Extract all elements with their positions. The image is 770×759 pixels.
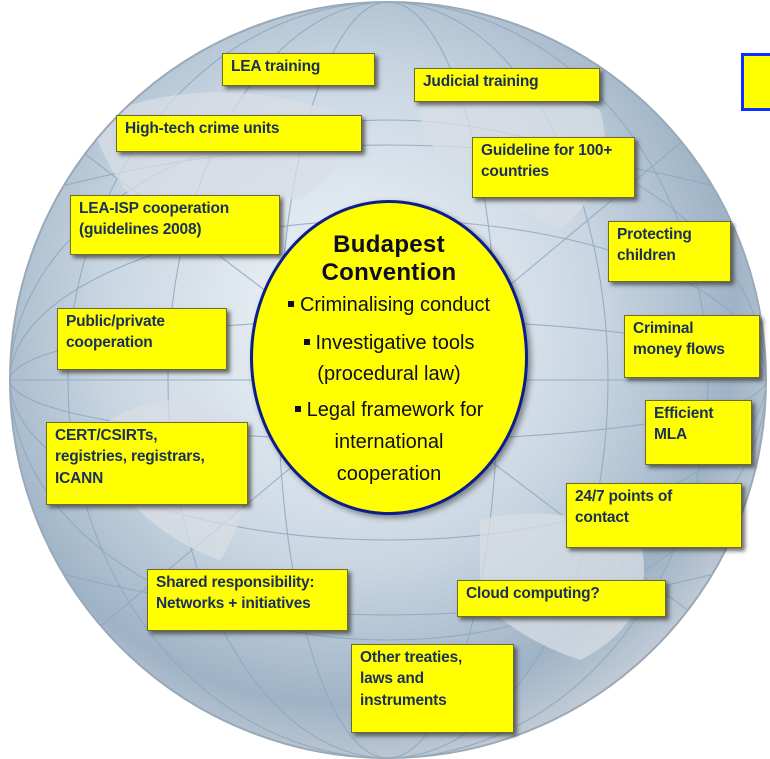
lea-training-box: LEA training [222, 53, 375, 86]
blue-frame-box [741, 53, 770, 111]
lea-isp-cooperation-box: LEA-ISP cooperation (guidelines 2008) [70, 195, 280, 255]
bullet-text: cooperation [336, 463, 442, 485]
shared-responsibility-box: Shared responsibility: Networks + initia… [147, 569, 348, 631]
bullet-investigative: Investigative tools [253, 331, 525, 356]
bullet-text: Criminalising conduct [299, 294, 491, 316]
bullet-international: international [253, 430, 525, 455]
bullet-text: international [334, 431, 444, 453]
bullet-criminalising: Criminalising conduct [253, 293, 525, 318]
points-of-contact-box: 24/7 points of contact [566, 483, 742, 548]
criminal-money-flows-box: Criminal money flows [624, 315, 760, 378]
judicial-training-box: Judicial training [414, 68, 600, 102]
center-title: Budapest Convention [321, 231, 457, 287]
guideline-countries-box: Guideline for 100+ countries [472, 137, 635, 198]
bullet-square-icon [303, 338, 310, 345]
bullet-square-icon [287, 300, 294, 307]
bullet-square-icon [294, 405, 301, 412]
cert-csirts-box: CERT/CSIRTs, registries, registrars, ICA… [46, 422, 248, 505]
public-private-cooperation-box: Public/private cooperation [57, 308, 227, 370]
bullet-text: Legal framework for [306, 399, 484, 421]
protecting-children-box: Protecting children [608, 221, 731, 282]
bullet-text: (procedural law) [317, 363, 461, 385]
bullet-text: Investigative tools [315, 332, 475, 354]
other-treaties-box: Other treaties, laws and instruments [351, 644, 514, 733]
bullet-cooperation: cooperation [253, 462, 525, 487]
high-tech-crime-units-box: High-tech crime units [116, 115, 362, 152]
cloud-computing-box: Cloud computing? [457, 580, 666, 617]
budapest-convention-circle: Budapest Convention Criminalising conduc… [250, 200, 528, 515]
bullet-legal-framework: Legal framework for [253, 398, 525, 423]
efficient-mla-box: Efficient MLA [645, 400, 752, 465]
bullet-procedural: (procedural law) [253, 362, 525, 387]
